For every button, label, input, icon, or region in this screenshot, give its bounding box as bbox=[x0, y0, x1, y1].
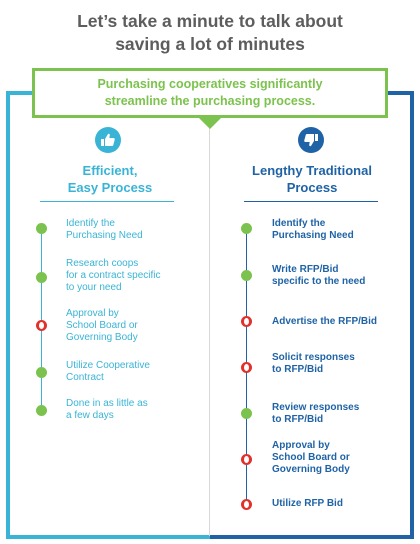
step-line: School Board or bbox=[272, 452, 350, 463]
step-line: Governing Body bbox=[272, 464, 350, 475]
step-line: Solicit responses bbox=[272, 352, 355, 363]
traditional-step-6: Approval by School Board or Governing Bo… bbox=[272, 440, 350, 476]
thumbs-down-icon bbox=[298, 127, 324, 153]
efficient-step-2: Research coops for a contract specific t… bbox=[66, 258, 160, 294]
banner-line-2: streamline the purchasing process. bbox=[104, 94, 316, 108]
center-divider bbox=[209, 128, 210, 536]
step-status-red-icon bbox=[241, 499, 252, 510]
frame-left-border bbox=[6, 91, 10, 539]
step-line: Governing Body bbox=[66, 332, 138, 343]
step-line: Identify the bbox=[272, 218, 326, 229]
headline-line-2: saving a lot of minutes bbox=[115, 34, 305, 54]
step-line: Research coops bbox=[66, 258, 139, 269]
banner-pointer bbox=[198, 117, 222, 129]
step-line: Utilize Cooperative bbox=[66, 360, 150, 371]
traditional-step-7: Utilize RFP Bid bbox=[272, 498, 343, 510]
step-line: Advertise the RFP/Bid bbox=[272, 316, 378, 327]
traditional-title-rule bbox=[244, 201, 378, 202]
efficient-title-rule bbox=[40, 201, 174, 202]
step-line: Done in as little as bbox=[66, 398, 148, 409]
step-line: specific to the need bbox=[272, 276, 366, 287]
step-status-green-icon bbox=[36, 367, 47, 378]
step-line: a few days bbox=[66, 410, 114, 421]
step-line: Approval by bbox=[66, 308, 119, 319]
step-status-green-icon bbox=[36, 223, 47, 234]
efficient-step-3: Approval by School Board or Governing Bo… bbox=[66, 308, 138, 344]
efficient-step-1: Identify the Purchasing Need bbox=[66, 218, 143, 242]
traditional-process-title: Lengthy Traditional Process bbox=[242, 162, 382, 196]
step-line: Review responses bbox=[272, 402, 360, 413]
frame-top-right-border bbox=[388, 91, 414, 95]
traditional-step-3: Advertise the RFP/Bid bbox=[272, 316, 377, 328]
step-line: Purchasing Need bbox=[66, 230, 143, 241]
efficient-timeline-line bbox=[41, 228, 42, 410]
step-status-red-icon bbox=[241, 362, 252, 373]
frame-top-left-border bbox=[6, 91, 32, 95]
traditional-title-line-2: Process bbox=[286, 180, 338, 195]
traditional-step-5: Review responses to RFP/Bid bbox=[272, 402, 359, 426]
traditional-step-2: Write RFP/Bid specific to the need bbox=[272, 264, 365, 288]
step-status-red-icon bbox=[241, 454, 252, 465]
step-line: Write RFP/Bid bbox=[272, 264, 339, 275]
efficient-step-5: Done in as little as a few days bbox=[66, 398, 148, 422]
efficient-process-title: Efficient, Easy Process bbox=[40, 162, 180, 196]
banner-line-1: Purchasing cooperatives significantly bbox=[97, 77, 323, 91]
headline-line-1: Let’s take a minute to talk about bbox=[77, 11, 343, 31]
step-line: Identify the bbox=[66, 218, 115, 229]
step-status-green-icon bbox=[36, 405, 47, 416]
step-line: Utilize RFP Bid bbox=[272, 498, 343, 509]
traditional-title-line-1: Lengthy Traditional bbox=[252, 163, 372, 178]
frame-bottom-right-border bbox=[210, 535, 414, 539]
step-line: Purchasing Need bbox=[272, 230, 354, 241]
step-line: Approval by bbox=[272, 440, 330, 451]
traditional-step-4: Solicit responses to RFP/Bid bbox=[272, 352, 355, 376]
step-line: to RFP/Bid bbox=[272, 364, 324, 375]
step-status-red-icon bbox=[241, 316, 252, 327]
step-line: to RFP/Bid bbox=[272, 414, 324, 425]
step-line: to your need bbox=[66, 282, 122, 293]
step-line: for a contract specific bbox=[66, 270, 161, 281]
frame-right-border bbox=[410, 91, 414, 539]
step-status-green-icon bbox=[241, 408, 252, 419]
efficient-title-line-1: Efficient, bbox=[82, 163, 138, 178]
efficient-step-4: Utilize Cooperative Contract bbox=[66, 360, 150, 384]
thumbs-up-icon bbox=[95, 127, 121, 153]
step-status-green-icon bbox=[36, 272, 47, 283]
headline: Let’s take a minute to talk about saving… bbox=[0, 10, 420, 56]
summary-banner: Purchasing cooperatives significantly st… bbox=[32, 68, 388, 118]
step-line: School Board or bbox=[66, 320, 138, 331]
step-status-red-icon bbox=[36, 320, 47, 331]
traditional-step-1: Identify the Purchasing Need bbox=[272, 218, 354, 242]
efficient-title-line-2: Easy Process bbox=[67, 180, 153, 195]
step-status-green-icon bbox=[241, 223, 252, 234]
frame-bottom-left-border bbox=[6, 535, 210, 539]
step-status-green-icon bbox=[241, 270, 252, 281]
step-line: Contract bbox=[66, 372, 104, 383]
